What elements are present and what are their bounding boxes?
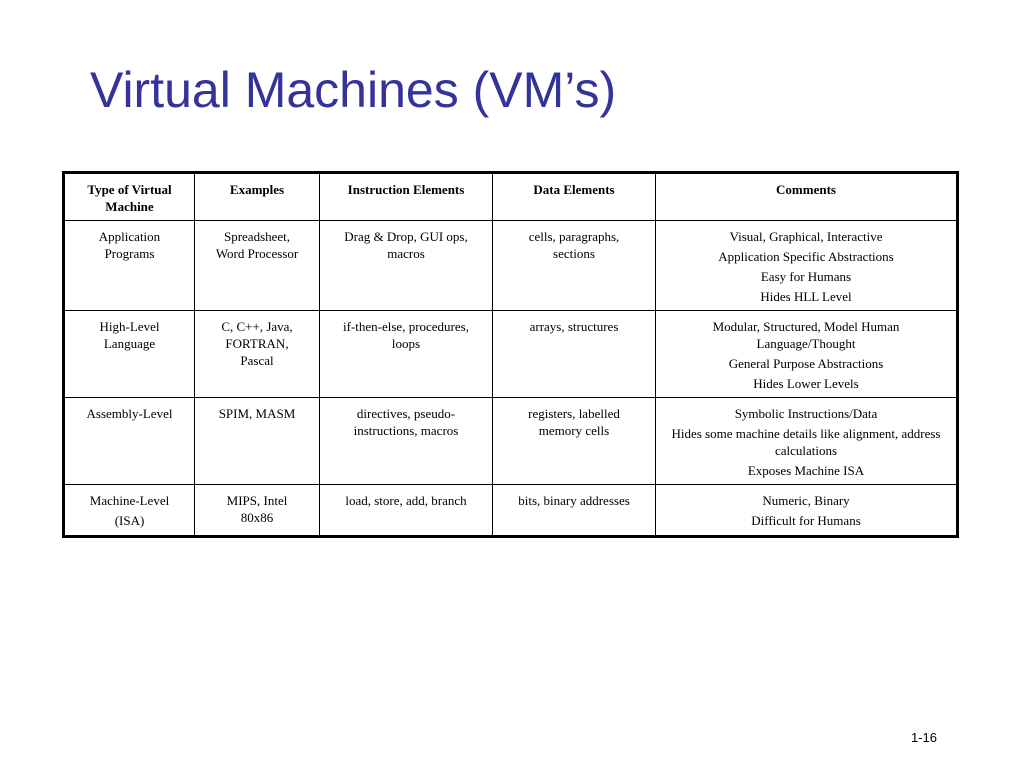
type-line: Application	[98, 229, 161, 244]
comment-line: Hides some machine details like alignmen…	[671, 426, 941, 458]
instructions-line: loops	[391, 336, 421, 351]
header-data-elements: Data Elements	[492, 172, 656, 221]
examples-cell: MIPS, Intel 80x86	[194, 484, 320, 537]
type-cell: High-Level Language	[63, 310, 195, 398]
examples-line: SPIM, MASM	[218, 406, 296, 421]
table-row: Assembly-Level SPIM, MASM directives, ps…	[63, 397, 958, 485]
header-type-line: Type of Virtual	[87, 182, 172, 197]
instructions-cell: if-then-else, procedures, loops	[319, 310, 493, 398]
data-line: arrays, structures	[529, 319, 619, 334]
header-instruction-line: Instruction Elements	[347, 182, 465, 197]
comments-cell: Modular, Structured, Model Human Languag…	[655, 310, 958, 398]
comments-cell: Visual, Graphical, Interactive Applicati…	[655, 220, 958, 311]
type-line: Assembly-Level	[86, 406, 173, 421]
comment-line: Numeric, Binary	[762, 493, 850, 508]
vm-comparison-table: Type of Virtual Machine Examples Instruc…	[62, 171, 959, 538]
comments-cell: Numeric, Binary Difficult for Humans	[655, 484, 958, 537]
type-cell: Application Programs	[63, 220, 195, 311]
header-data-line: Data Elements	[533, 182, 615, 197]
comment-line: Application Specific Abstractions	[718, 249, 894, 264]
header-comments: Comments	[655, 172, 958, 221]
examples-line: C, C++, Java,	[221, 319, 293, 334]
instructions-line: load, store, add, branch	[345, 493, 467, 508]
comment-line: Exposes Machine ISA	[747, 463, 865, 478]
type-line: (ISA)	[114, 513, 145, 528]
comment-line: Modular, Structured, Model Human Languag…	[712, 319, 900, 351]
data-line: memory cells	[538, 423, 610, 438]
table-body: Application Programs Spreadsheet, Word P…	[63, 220, 958, 537]
comment-line: Hides HLL Level	[760, 289, 852, 304]
header-examples: Examples	[194, 172, 320, 221]
instructions-line: Drag & Drop, GUI ops,	[344, 229, 468, 244]
examples-line: 80x86	[240, 510, 274, 525]
slide-title: Virtual Machines (VM’s)	[90, 62, 617, 118]
comment-line: Symbolic Instructions/Data	[734, 406, 878, 421]
type-line: Language	[103, 336, 156, 351]
examples-line: FORTRAN,	[225, 336, 289, 351]
instructions-cell: Drag & Drop, GUI ops, macros	[319, 220, 493, 311]
instructions-cell: load, store, add, branch	[319, 484, 493, 537]
type-line: High-Level	[99, 319, 160, 334]
examples-line: Spreadsheet,	[223, 229, 291, 244]
instructions-line: instructions, macros	[353, 423, 459, 438]
header-comments-line: Comments	[776, 182, 836, 197]
comment-line: Visual, Graphical, Interactive	[729, 229, 883, 244]
comment-line: Hides Lower Levels	[753, 376, 859, 391]
examples-line: Word Processor	[215, 246, 299, 261]
data-cell: bits, binary addresses	[492, 484, 656, 537]
table-row: High-Level Language C, C++, Java, FORTRA…	[63, 310, 958, 398]
data-cell: cells, paragraphs, sections	[492, 220, 656, 311]
data-line: bits, binary addresses	[518, 493, 630, 508]
examples-line: Pascal	[240, 353, 274, 368]
comment-line: Easy for Humans	[760, 269, 852, 284]
header-examples-line: Examples	[229, 182, 285, 197]
examples-cell: C, C++, Java, FORTRAN, Pascal	[194, 310, 320, 398]
examples-cell: Spreadsheet, Word Processor	[194, 220, 320, 311]
type-line: Programs	[104, 246, 155, 261]
data-cell: registers, labelled memory cells	[492, 397, 656, 485]
comments-cell: Symbolic Instructions/Data Hides some ma…	[655, 397, 958, 485]
header-type-line: Machine	[105, 199, 154, 214]
instructions-line: macros	[387, 246, 425, 261]
type-line: Machine-Level	[89, 493, 170, 508]
header-instruction-elements: Instruction Elements	[319, 172, 493, 221]
header-type: Type of Virtual Machine	[63, 172, 195, 221]
header-row: Type of Virtual Machine Examples Instruc…	[63, 172, 958, 221]
table-row: Machine-Level (ISA) MIPS, Intel 80x86 lo…	[63, 484, 958, 537]
table-row: Application Programs Spreadsheet, Word P…	[63, 220, 958, 311]
type-cell: Machine-Level (ISA)	[63, 484, 195, 537]
data-line: sections	[553, 246, 595, 261]
comment-line: Difficult for Humans	[751, 513, 861, 528]
data-line: registers, labelled	[528, 406, 620, 421]
instructions-cell: directives, pseudo- instructions, macros	[319, 397, 493, 485]
slide-number: 1-16	[911, 730, 938, 745]
table-header: Type of Virtual Machine Examples Instruc…	[63, 172, 958, 221]
comment-line: General Purpose Abstractions	[728, 356, 884, 371]
examples-line: MIPS, Intel	[226, 493, 288, 508]
instructions-line: directives, pseudo-	[356, 406, 456, 421]
data-line: cells, paragraphs,	[528, 229, 620, 244]
instructions-line: if-then-else, procedures,	[343, 319, 469, 334]
examples-cell: SPIM, MASM	[194, 397, 320, 485]
type-cell: Assembly-Level	[63, 397, 195, 485]
data-cell: arrays, structures	[492, 310, 656, 398]
